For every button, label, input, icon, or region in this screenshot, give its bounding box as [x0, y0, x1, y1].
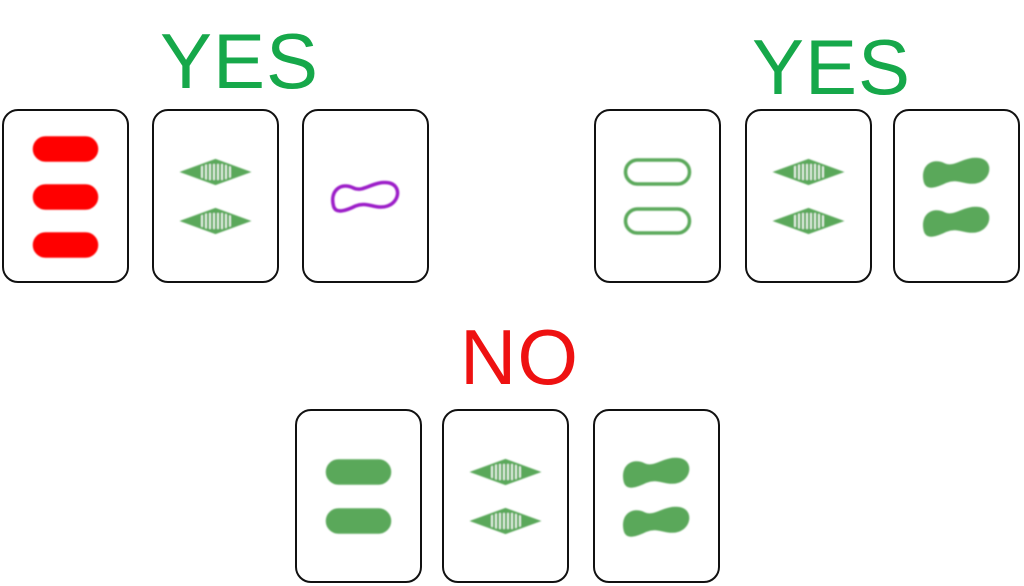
diamond-symbol — [772, 207, 845, 235]
diamond-symbol — [469, 507, 542, 535]
card[interactable] — [302, 109, 429, 283]
squiggle-symbol — [922, 206, 990, 237]
card[interactable] — [893, 109, 1020, 283]
verdict-label-2: YES — [752, 23, 912, 111]
card[interactable] — [745, 109, 872, 283]
card-symbols — [179, 158, 252, 235]
verdict-label-1: YES — [160, 17, 320, 105]
squiggle-symbol — [922, 157, 990, 188]
card-symbols — [622, 457, 690, 537]
card[interactable] — [2, 109, 129, 283]
card-symbols — [330, 180, 400, 213]
card-symbols — [469, 458, 542, 535]
squiggle-symbol — [622, 506, 690, 537]
diamond-symbol — [772, 158, 845, 186]
oval-symbol — [325, 459, 392, 485]
squiggle-symbol — [330, 180, 400, 213]
verdict-label-3: NO — [460, 313, 579, 401]
oval-symbol — [32, 232, 99, 258]
card[interactable] — [442, 409, 569, 583]
diamond-symbol — [469, 458, 542, 486]
card-symbols — [772, 158, 845, 235]
card[interactable] — [594, 109, 721, 283]
oval-symbol — [32, 184, 99, 210]
diamond-symbol — [179, 207, 252, 235]
squiggle-symbol — [622, 457, 690, 488]
oval-symbol — [325, 508, 392, 534]
oval-symbol — [623, 207, 692, 235]
card[interactable] — [593, 409, 720, 583]
card[interactable] — [295, 409, 422, 583]
diamond-symbol — [179, 158, 252, 186]
card-symbols — [325, 459, 392, 534]
card[interactable] — [152, 109, 279, 283]
card-symbols — [623, 158, 692, 235]
oval-symbol — [32, 136, 99, 162]
oval-symbol — [623, 158, 692, 186]
card-symbols — [32, 136, 99, 258]
card-symbols — [922, 157, 990, 237]
